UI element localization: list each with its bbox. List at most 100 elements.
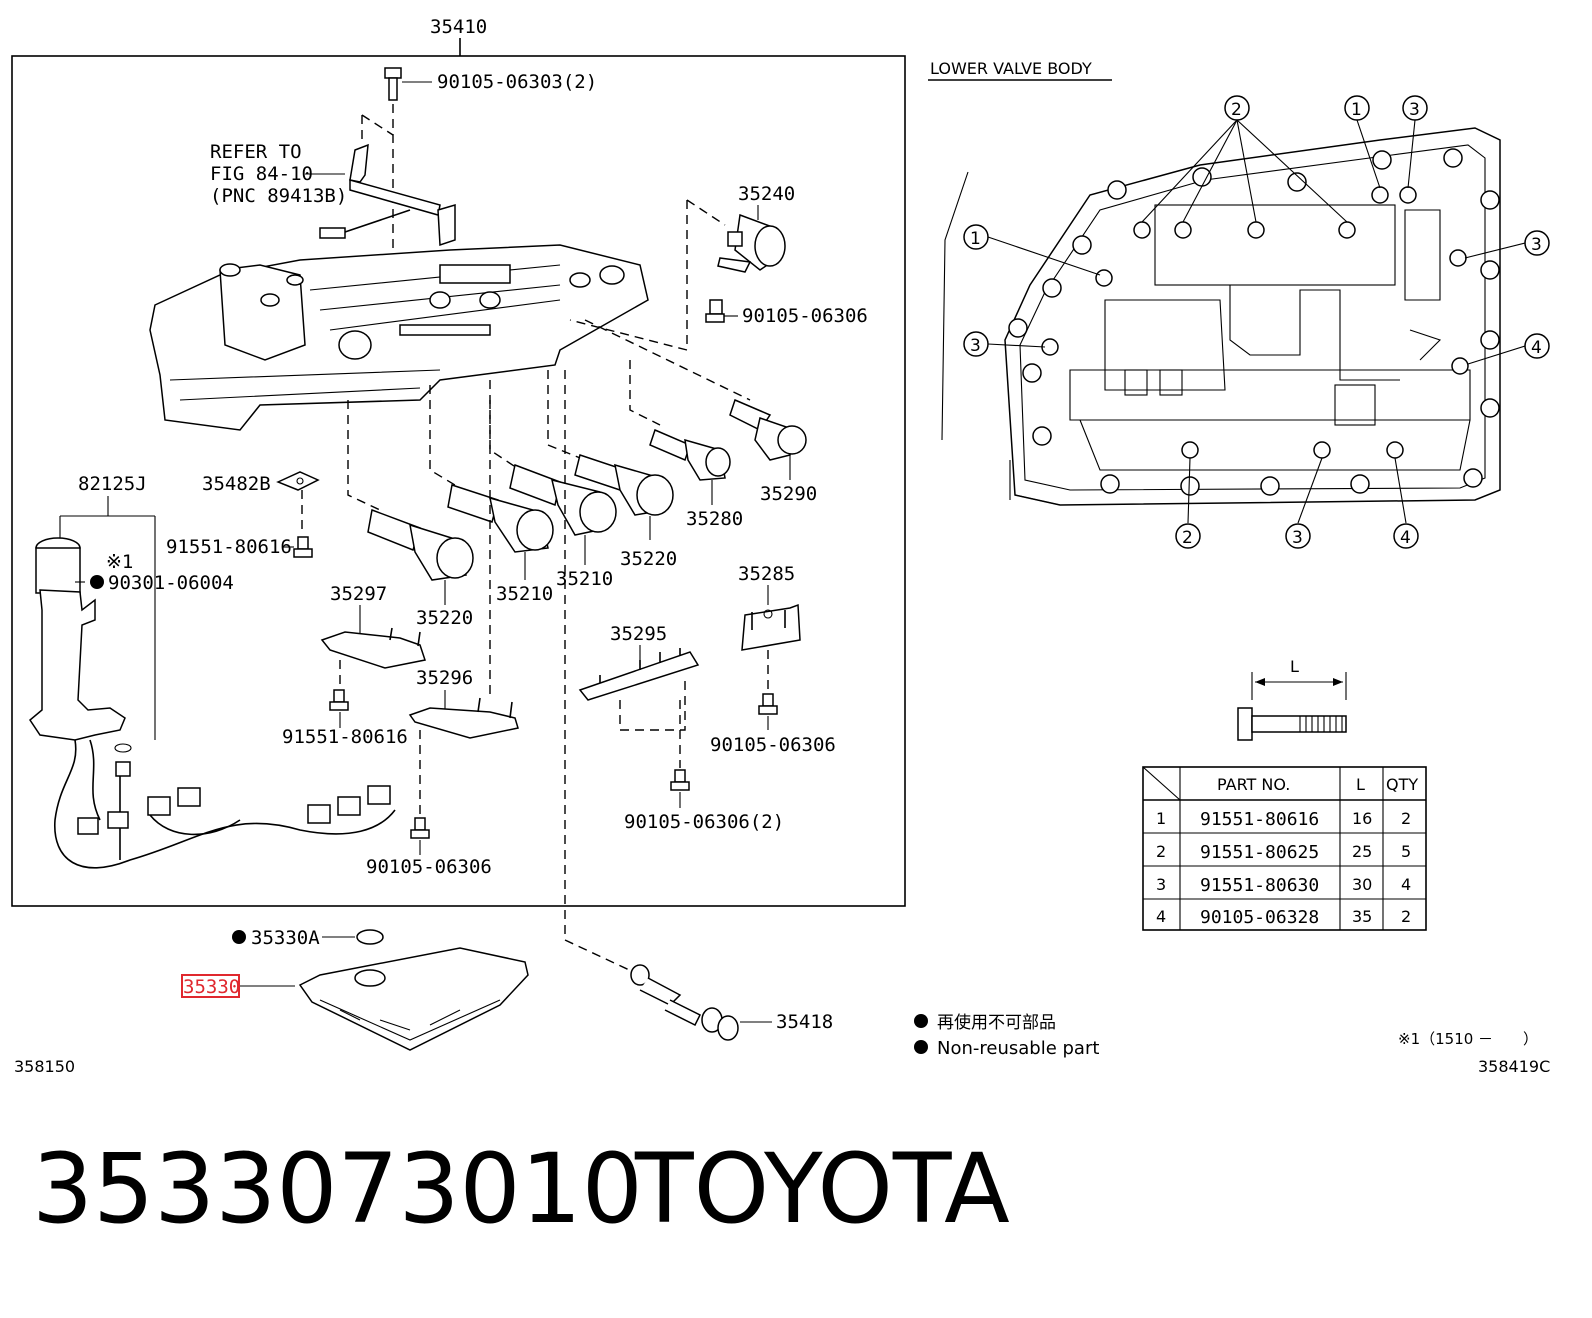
spec-table: PART NO. L QTY 1 91551-80616 16 2 2 9155… bbox=[1142, 766, 1427, 931]
svg-text:16: 16 bbox=[1352, 809, 1372, 828]
callout-leaders bbox=[987, 119, 1526, 524]
solenoid-35220-b bbox=[367, 508, 474, 581]
solenoid-35210-b bbox=[509, 463, 617, 536]
svg-text:91551-80616: 91551-80616 bbox=[1200, 809, 1319, 830]
label-90301-06004: 90301-06004 bbox=[108, 572, 234, 594]
svg-text:1: 1 bbox=[1351, 100, 1362, 120]
label-35295: 35295 bbox=[610, 623, 667, 645]
bolt-icon bbox=[329, 689, 349, 711]
callout-4-bottom: 4 bbox=[1393, 523, 1419, 549]
svg-text:91551-80630: 91551-80630 bbox=[1200, 875, 1319, 896]
non-reusable-dot bbox=[90, 575, 104, 589]
label-90105-06306-c: 90105-06306(2) bbox=[624, 811, 784, 833]
oil-strainer bbox=[298, 947, 529, 1051]
legend-note: ※1（1510 － ） bbox=[1398, 1030, 1538, 1048]
label-82125J: 82125J bbox=[78, 473, 147, 495]
callout-1-left: 1 bbox=[963, 224, 989, 250]
table-header-l: L bbox=[1356, 775, 1365, 794]
svg-text:1: 1 bbox=[970, 229, 981, 249]
svg-text:2: 2 bbox=[1401, 907, 1411, 926]
callout-3-bottom: 3 bbox=[1285, 523, 1311, 549]
label-35330: 35330 bbox=[183, 976, 240, 998]
svg-text:4: 4 bbox=[1401, 875, 1411, 894]
svg-text:2: 2 bbox=[1401, 809, 1411, 828]
svg-text:30: 30 bbox=[1352, 875, 1372, 894]
label-90105-06303: 90105-06303(2) bbox=[437, 71, 597, 93]
label-35410: 35410 bbox=[430, 16, 487, 38]
label-35330A: 35330A bbox=[251, 927, 320, 949]
callout-4-right: 4 bbox=[1524, 333, 1550, 359]
solenoid-35220-a bbox=[574, 454, 674, 516]
bolt-icon bbox=[705, 299, 725, 323]
svg-text:91551-80625: 91551-80625 bbox=[1200, 842, 1319, 863]
svg-text:90105-06328: 90105-06328 bbox=[1200, 907, 1319, 928]
fig-number-right: 358419C bbox=[1478, 1057, 1550, 1076]
table-row: 2 91551-80625 25 5 bbox=[1156, 842, 1411, 863]
refer-line-3: (PNC 89413B) bbox=[210, 185, 347, 207]
bolt-icon bbox=[384, 67, 402, 101]
label-35240: 35240 bbox=[738, 183, 795, 205]
label-35418: 35418 bbox=[776, 1011, 833, 1033]
table-row: 1 91551-80616 16 2 bbox=[1156, 809, 1411, 830]
plate-35297 bbox=[320, 627, 426, 669]
note-mark: ※1 bbox=[106, 551, 133, 573]
solenoid-35280 bbox=[649, 428, 731, 481]
refer-line-2: FIG 84-10 bbox=[210, 163, 313, 185]
callout-3-left: 3 bbox=[963, 331, 989, 357]
solenoid-35210-a bbox=[447, 484, 554, 553]
bolt-icon bbox=[293, 536, 313, 558]
label-91551-80616-a: 91551-80616 bbox=[166, 536, 292, 558]
label-90105-06306-a: 90105-06306 bbox=[742, 305, 868, 327]
callout-1-top: 1 bbox=[1344, 95, 1370, 121]
svg-text:2: 2 bbox=[1231, 100, 1242, 120]
solenoid-35290 bbox=[729, 398, 807, 461]
table-header-qty: QTY bbox=[1386, 775, 1418, 794]
label-90105-06306-b: 90105-06306 bbox=[710, 734, 836, 756]
bolt-icon bbox=[670, 769, 690, 791]
bolt-circles bbox=[1008, 148, 1500, 496]
wiring-bracket bbox=[319, 114, 456, 247]
label-35210-b: 35210 bbox=[556, 568, 613, 590]
label-35296: 35296 bbox=[416, 667, 473, 689]
label-35285: 35285 bbox=[738, 563, 795, 585]
plate-35296 bbox=[408, 697, 519, 739]
lower-valve-body-title: LOWER VALVE BODY bbox=[930, 59, 1092, 78]
svg-text:5: 5 bbox=[1401, 842, 1411, 861]
legend-en: Non-reusable part bbox=[937, 1038, 1099, 1059]
svg-text:3: 3 bbox=[1292, 528, 1303, 548]
bolt-icon bbox=[758, 693, 778, 715]
label-35220-a: 35220 bbox=[620, 548, 677, 570]
plate-35295 bbox=[578, 648, 700, 701]
callout-3-top: 3 bbox=[1402, 95, 1428, 121]
table-header-part: PART NO. bbox=[1217, 775, 1290, 794]
footer-part-number: 3533073010 bbox=[32, 1133, 643, 1245]
svg-text:3: 3 bbox=[1156, 875, 1166, 894]
svg-text:4: 4 bbox=[1531, 338, 1542, 358]
label-35220-b: 35220 bbox=[416, 607, 473, 629]
solenoid-35240 bbox=[717, 213, 786, 273]
o-ring bbox=[356, 929, 384, 945]
bolt-length-label: L bbox=[1290, 657, 1299, 676]
callout-3-right: 3 bbox=[1524, 230, 1550, 256]
valve-body bbox=[149, 244, 649, 431]
label-35482B: 35482B bbox=[202, 473, 271, 495]
bolt-icon bbox=[1237, 707, 1347, 741]
callout-2-top: 2 bbox=[1224, 95, 1250, 121]
table-row: 4 90105-06328 35 2 bbox=[1156, 907, 1411, 928]
clip-35482B bbox=[276, 471, 320, 491]
refer-line-1: REFER TO bbox=[210, 141, 302, 163]
legend-dot-en bbox=[914, 1040, 928, 1054]
label-35210-a: 35210 bbox=[496, 583, 553, 605]
svg-text:4: 4 bbox=[1156, 907, 1166, 926]
label-35297: 35297 bbox=[330, 583, 387, 605]
svg-text:25: 25 bbox=[1352, 842, 1372, 861]
svg-text:3: 3 bbox=[970, 336, 981, 356]
svg-text:35: 35 bbox=[1352, 907, 1372, 926]
svg-text:1: 1 bbox=[1156, 809, 1166, 828]
non-reusable-dot bbox=[232, 930, 246, 944]
svg-text:3: 3 bbox=[1531, 235, 1542, 255]
fig-number-left: 358150 bbox=[14, 1057, 75, 1076]
legend-dot-jp bbox=[914, 1014, 928, 1028]
callout-2-bottom: 2 bbox=[1175, 523, 1201, 549]
